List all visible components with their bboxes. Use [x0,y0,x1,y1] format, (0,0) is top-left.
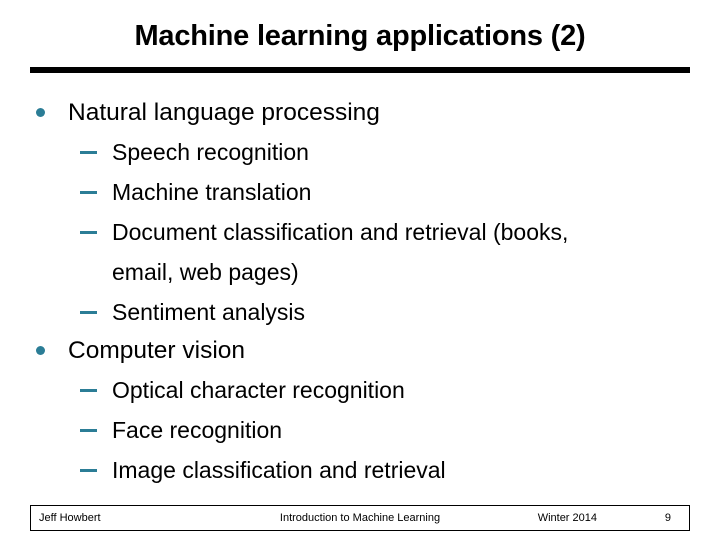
page-title: Machine learning applications (2) [134,20,586,52]
sub-item-label: Image classification and retrieval [112,457,446,483]
bullet-list-level2-nlp: Speech recognition Machine translation D… [68,132,690,332]
sub-item-ocr: Optical character recognition [68,370,690,410]
footer-inner: Jeff Howbert Introduction to Machine Lea… [31,506,689,530]
sub-item-label: Sentiment analysis [112,299,306,325]
sub-item-label: Machine translation [112,179,312,205]
bullet-label: Computer vision [68,337,246,364]
dash-icon [80,151,97,154]
dash-icon [80,389,97,392]
dash-icon [80,191,97,194]
sub-item-image-classification: Image classification and retrieval [68,450,690,490]
sub-item-label: Speech recognition [112,139,309,165]
sub-item-speech-recognition: Speech recognition [68,132,690,172]
sub-item-label: Face recognition [112,417,283,443]
dash-icon [80,429,97,432]
dash-icon [80,231,97,234]
sub-item-sentiment-analysis: Sentiment analysis [68,292,690,332]
footer-term: Winter 2014 [537,512,597,524]
footer: Jeff Howbert Introduction to Machine Lea… [30,505,690,531]
footer-course-title: Introduction to Machine Learning [279,512,441,524]
bullet-item-computer-vision: Computer vision Optical character recogn… [30,332,690,490]
sub-item-label: Document classification and retrieval (b… [112,219,569,245]
footer-page-number: 9 [664,512,671,524]
bullet-dot-icon [36,108,45,117]
bullet-dot-icon [36,346,45,355]
bullet-list-level1: Natural language processing Speech recog… [30,94,690,490]
dash-icon [80,469,97,472]
sub-item-label: Optical character recognition [112,377,405,403]
footer-author: Jeff Howbert [39,512,101,524]
title-divider [30,67,690,73]
bullet-list-level2-cv: Optical character recognition Face recog… [68,370,690,490]
sub-item-face-recognition: Face recognition [68,410,690,450]
dash-icon [80,311,97,314]
bullet-item-nlp: Natural language processing Speech recog… [30,94,690,332]
bullet-label: Natural language processing [68,99,380,126]
slide-body: Natural language processing Speech recog… [30,94,690,490]
sub-item-machine-translation: Machine translation [68,172,690,212]
sub-item-label-wrap: email, web pages) [112,259,299,285]
sub-item-document-classification: Document classification and retrieval (b… [68,212,690,292]
